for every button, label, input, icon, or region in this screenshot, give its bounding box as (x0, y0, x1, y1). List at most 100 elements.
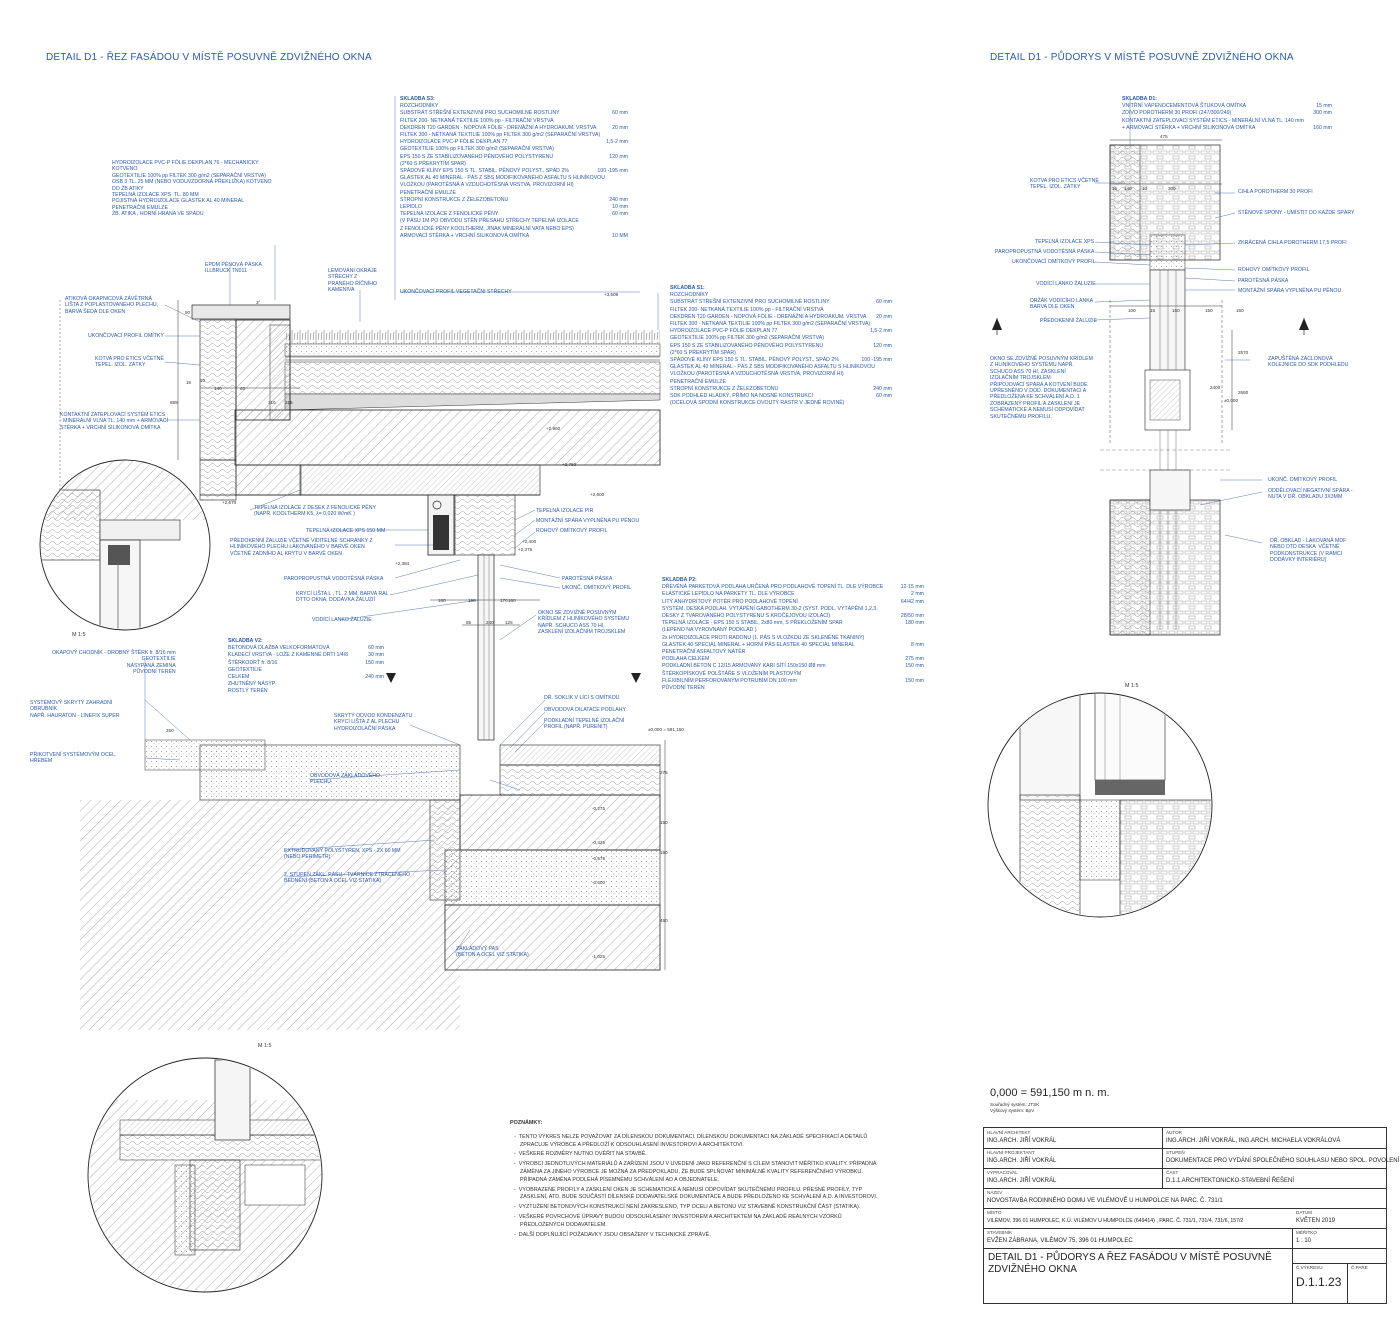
layer-text: TEPELNÁ IZOLACE - EPS 150 S STABIL, 2x80… (662, 620, 843, 627)
layer-thickness (918, 671, 924, 678)
layer-text: PODKLADNÍ BETON C 12/15 ARMOVANÝ KARI SÍ… (662, 663, 826, 670)
layer-thickness: 150 mm (905, 677, 924, 684)
layer-thickness (1326, 118, 1332, 125)
label-r-oddelovaci: ODDĚLOVACÍ NEGATIVNÍ SPÁRA - NUTA V DŘ. … (1268, 488, 1353, 501)
title-block: HLAVNÍ ARCHITEKT ING.ARCH. JIŘÍ VOKRÁL A… (983, 1127, 1399, 1304)
label-okapovy-chodnik: OKAPOVÝ CHODNÍK - DROBNÝ ŠTĚRK fr. 8/16 … (52, 650, 176, 676)
layer-text: CELKEM (228, 674, 250, 681)
dimension-text: 16 (186, 380, 192, 385)
tb-hlavni-projektant: ING.ARCH. JIŘÍ VOKRÁL (987, 1158, 1057, 1164)
label-kotva-etics: KOTVA PRO ETICS VČETNĚ TEPEL. IZOL. ZÁTK… (95, 356, 164, 369)
label-okno-posuvne: OKNO SE ZDVIŽNĚ POSUVNÝM KŘÍDLEM Z HLINÍ… (538, 610, 630, 636)
elevation-mark: +2,750 (562, 462, 577, 467)
label-extrudovany-polystyren: EXTRUDOVANÝ POLYSTYREN, XPS - 2X 60 MM (… (284, 848, 401, 861)
layer-row: VLOŽKOU (PAROTĚSNÁ A VZDUCHOTĚSNÁ VRSTVA… (670, 371, 892, 378)
layer-row: EPS 150 S ZE STABILIZOVANÉHO PĚNOVÉHO PO… (400, 154, 628, 161)
skladba-d1-title: SKLADBA D1: (1122, 96, 1157, 102)
tb-key-stavebnik: STAVEBNÍK (987, 1230, 1013, 1235)
notes-block: POZNÁMKY: - TENTO VÝKRES NELZE POVAŽOVAT… (510, 1120, 880, 1241)
layer-thickness (886, 292, 892, 299)
layer-thickness: 20 mm (612, 124, 628, 131)
label-lemovani: LEMOVÁNÍ OKRAJE STŘECHY Z PRANÉHO ŘÍČNÍH… (328, 268, 378, 294)
layer-text: VNITŘNÍ VÁPENOCEMENTOVÁ ŠTUKOVÁ OMÍTKA (1122, 103, 1247, 110)
label-hydroizolace-atika: HYDROIZOLACE PVC-P FÓLIE DEKPLAN 76 - ME… (112, 160, 272, 218)
dimension-text: 160 (438, 598, 446, 603)
layer-text: STROPNÍ KONSTRUKCE Z ŽELEZOBETONU (670, 385, 779, 392)
layer-thickness (622, 103, 628, 110)
layer-thickness: 60 mm (368, 645, 384, 652)
layer-thickness (918, 635, 924, 642)
layer-text: STROPNÍ KONSTRUKCE Z ŽELEZOBETONU (400, 196, 509, 203)
dimension-text: 450 (660, 918, 668, 923)
dimension-text: 50 (185, 310, 191, 315)
label-dr-soklik: DŘ. SOKLÍK V LÍCI S OMÍTKOU (544, 695, 620, 701)
layer-row: ELASTICKÉ LEPIDLO NA PARKETY TL. DLE VÝR… (662, 591, 924, 598)
layer-thickness: 240 mm (365, 674, 384, 681)
dimension-text: 275 (660, 770, 668, 775)
layer-row: LITÝ ANHYDRITOVÝ POTĚR PRO PODLAHOVÉ TOP… (662, 599, 924, 606)
layer-row: FILTEK 300 - NETKANÁ TEXTILIE 100% pp FI… (670, 321, 892, 328)
layer-text: FILTEK 200- NETKANÁ TEXTILIE 100% pp - F… (670, 306, 824, 313)
tb-key-cast: ČÁST (1166, 1170, 1179, 1175)
layer-row: ROZCHODNÍKY (400, 103, 628, 110)
elevation-mark: +2,400 (522, 539, 537, 544)
layer-row: FILTEK 200- NETKANÁ TEXTILIE 100% pp - F… (400, 118, 628, 125)
skladba-s1-title: SKLADBA S1: (670, 285, 705, 291)
elevation-mark: -1,025 (592, 954, 606, 959)
layer-text: DEKDREN T20 GARDEN - NOPOVÁ FÓLIE - DREN… (670, 313, 867, 320)
layer-text: ROZCHODNÍKY (670, 292, 709, 299)
label-ukoncovaci-omitky: UKONČOVACÍ PROFIL OMÍTKY (88, 333, 164, 339)
layer-text: (2*60 S PŘEKRYTÍM SPAR) (670, 349, 736, 356)
dimension-text: 160 (468, 598, 476, 603)
layer-row: ROSTLÝ TERÉN (228, 688, 384, 695)
note-item: - VÝROBCI JEDNOTLIVÝCH MATERIÁLŮ A ZAŘÍZ… (514, 1161, 877, 1183)
layer-text: SYSTÉM. DESKA PODLAH. VYTÁPĚNÍ GABOTHERM… (662, 605, 878, 612)
note-item: - VYOBRAZENÉ PROFILY A ZASKLENÍ OKEN JE … (514, 1186, 878, 1201)
note-item: - DALŠÍ DOPLŇUJÍCÍ POŽADAVKY JSOU OBSAŽE… (514, 1231, 711, 1238)
elevation-mark: +2,384 (395, 561, 410, 566)
layer-text: TEPELNÁ IZOLACE Z FENOLICKÉ PĚNY (400, 211, 499, 218)
elevation-mark: +2,960 (546, 426, 561, 431)
tb-key-hlavni-projektant: HLAVNÍ PROJEKTANT (987, 1150, 1035, 1155)
layer-thickness: 28/50 mm (900, 613, 924, 620)
layer-text: BETONOVÁ DLAŽBA VELKOFORMÁTOVÁ (228, 645, 330, 652)
tb-vypracoval: ING.ARCH. JIŘÍ VOKRÁL (987, 1178, 1057, 1184)
elevation-zero: ±0,000 = 591,150 (648, 727, 684, 732)
layer-row: + ARMOVACÍ STĚRKA + VRCHNÍ SILIKONOVÁ OM… (1122, 125, 1332, 132)
layer-text: GLASTEK 40 SPECIAL MINERAL + HORNÍ PÁS E… (662, 641, 855, 648)
label-tepelna-pir: TEPELNÁ IZOLACE PIR (536, 508, 594, 514)
layer-text: SPÁDOVÉ KLÍNY EPS 150 S TL. STABIL. PĚNO… (670, 357, 839, 364)
skladba-v2: SKLADBA V2: BETONOVÁ DLAŽBA VELKOFORMÁTO… (228, 638, 384, 696)
label-r-zkracena: ZKRÁCENÁ CIHLA POROTHERM 17,5 PROFI (1238, 240, 1347, 246)
layer-thickness: 1,5-2 mm (606, 139, 628, 146)
label-r-predokenni: PŘEDOKENNÍ ŽALUZIE (1040, 318, 1098, 324)
height-system: Výškový systém: BpV (990, 1108, 1035, 1113)
layer-row: GEOTEXTILIE (228, 667, 384, 674)
label-r-ukoncovaci: UKONČOVACÍ OMÍTKOVÝ PROFIL (1012, 259, 1096, 265)
layer-thickness (886, 379, 892, 386)
label-r-kotva: KOTVA PRO ETICS VČETNĚ TEPEL. IZOL. ZÁTK… (1030, 178, 1099, 191)
layer-thickness (886, 307, 892, 314)
layer-thickness (622, 190, 628, 197)
layer-thickness: 100 -195 mm (597, 168, 628, 175)
layer-text: SUBSTRÁT STŘEŠNÍ EXTENZIVNÍ PRO SUCHOMIL… (670, 299, 830, 306)
layer-thickness: 8 mm (911, 641, 924, 648)
layer-row: (2*60 S PŘEKRYTÍM SPAR) (400, 161, 628, 168)
layer-row: (OCELOVÁ SPODNÍ KONSTRUKCE OVOUTÝ RASTR … (670, 400, 892, 407)
layer-text: + ARMOVACÍ STĚRKA + VRCHNÍ SILIKONOVÁ OM… (1122, 124, 1256, 131)
dimension-text: 85 (466, 620, 472, 625)
dimension-text: 889 (170, 400, 178, 405)
scale-mark: M 1:5 (1125, 683, 1139, 689)
label-r-stenove: STĚNOVÉ SPONY - UMÍSTIT DO KAŽDÉ SPÁRY (1238, 210, 1355, 216)
label-kontaktni-system: KONTAKTNÍ ZATEPLOVACÍ SYSTÉM ETICS - MIN… (60, 412, 169, 431)
label-paropropustna-paska: PAROPROPUSTNÁ VODOTĚSNÁ PÁSKA (284, 576, 384, 582)
label-r-parotesna: PAROTĚSNÁ PÁSKA (1238, 278, 1289, 284)
layer-text: ELASTICKÉ LEPIDLO NA PARKETY TL. DLE VÝR… (662, 591, 795, 598)
label-r-ukonc: UKONČ. OMÍTKOVÝ PROFIL (1268, 477, 1338, 483)
layer-text: ARMOVACÍ STĚRKA + VRCHNÍ SILIKONOVÁ OMÍT… (400, 232, 530, 239)
tb-key-cislo-pare: Č.PARE (1351, 1265, 1368, 1270)
layer-thickness (622, 182, 628, 189)
